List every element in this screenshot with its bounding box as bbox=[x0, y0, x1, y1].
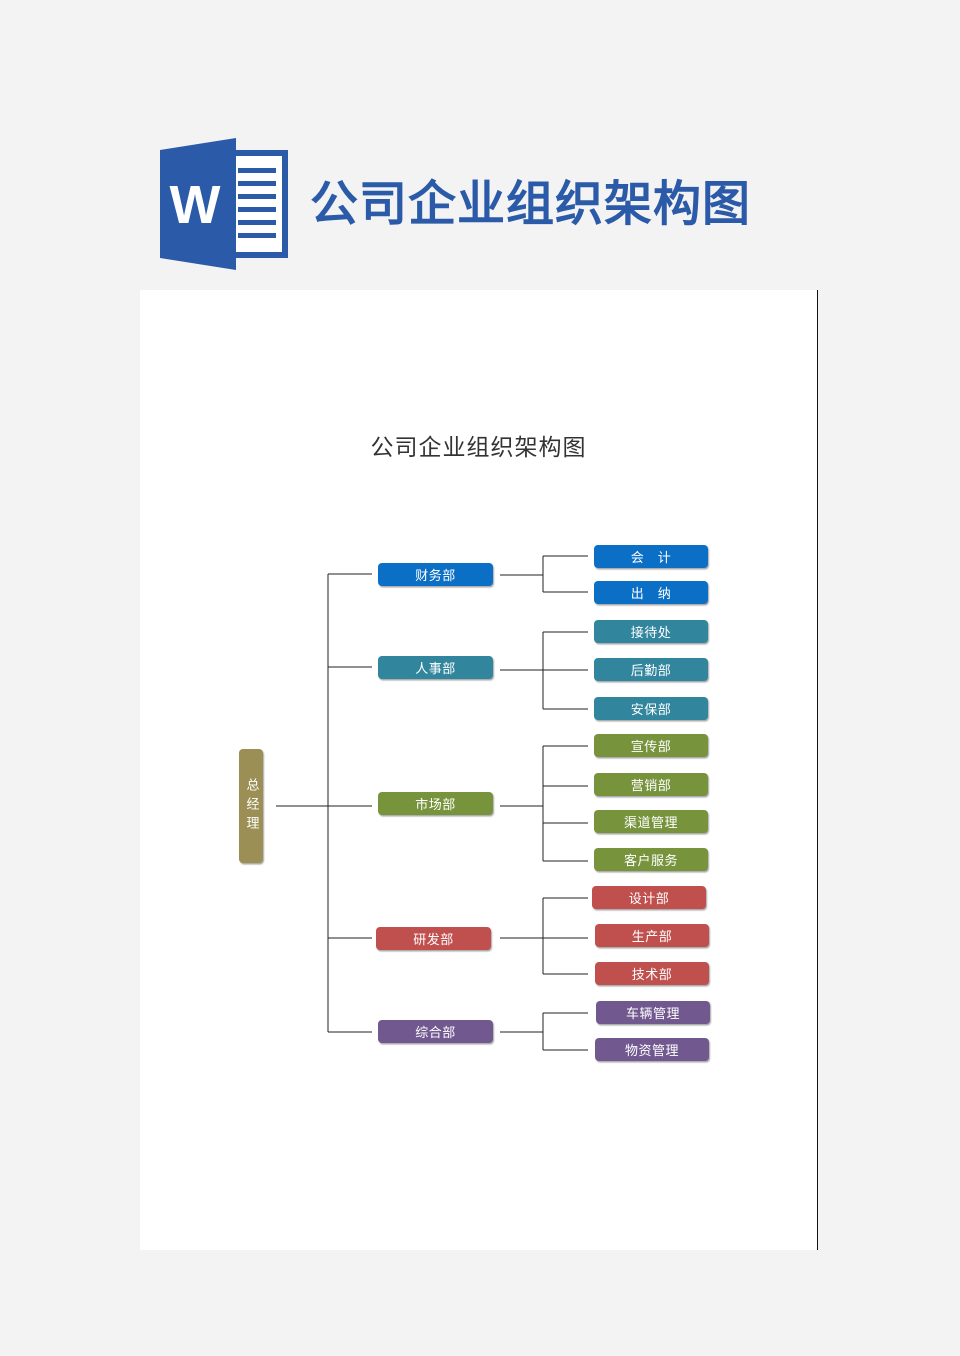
node-sub-reception[interactable]: 接待处 bbox=[594, 620, 708, 643]
node-sub-accounting[interactable]: 会 计 bbox=[594, 545, 708, 568]
node-sub-logistics[interactable]: 后勤部 bbox=[594, 658, 708, 681]
header-title: 公司企业组织架构图 bbox=[310, 176, 752, 232]
node-dept-general-affairs[interactable]: 综合部 bbox=[378, 1020, 493, 1043]
node-sub-channel-management[interactable]: 渠道管理 bbox=[594, 810, 708, 833]
node-sub-vehicle-management[interactable]: 车辆管理 bbox=[596, 1001, 710, 1024]
node-dept-hr[interactable]: 人事部 bbox=[378, 656, 493, 679]
node-sub-materials-management[interactable]: 物资管理 bbox=[595, 1038, 709, 1061]
node-sub-customer-service[interactable]: 客户服务 bbox=[594, 848, 708, 871]
node-sub-publicity[interactable]: 宣传部 bbox=[594, 734, 708, 757]
node-sub-sales[interactable]: 营销部 bbox=[594, 773, 708, 796]
node-sub-technology[interactable]: 技术部 bbox=[595, 962, 709, 985]
node-root-general-manager[interactable]: 总经理 bbox=[239, 749, 263, 863]
document-title: 公司企业组织架构图 bbox=[370, 435, 587, 461]
node-dept-finance[interactable]: 财务部 bbox=[378, 563, 493, 586]
node-sub-security[interactable]: 安保部 bbox=[594, 697, 708, 720]
node-dept-marketing[interactable]: 市场部 bbox=[378, 792, 493, 815]
node-sub-cashier[interactable]: 出 纳 bbox=[594, 581, 708, 604]
word-logo-letter: W bbox=[170, 175, 221, 235]
node-sub-production[interactable]: 生产部 bbox=[595, 924, 709, 947]
document-page: 公司企业组织架构图 bbox=[140, 290, 818, 1250]
header: W 公司企业组织架构图 bbox=[0, 0, 960, 290]
node-sub-design[interactable]: 设计部 bbox=[592, 886, 706, 909]
word-logo-icon: W bbox=[160, 138, 288, 270]
node-dept-rnd[interactable]: 研发部 bbox=[376, 927, 491, 950]
connector-lines bbox=[276, 555, 588, 1051]
